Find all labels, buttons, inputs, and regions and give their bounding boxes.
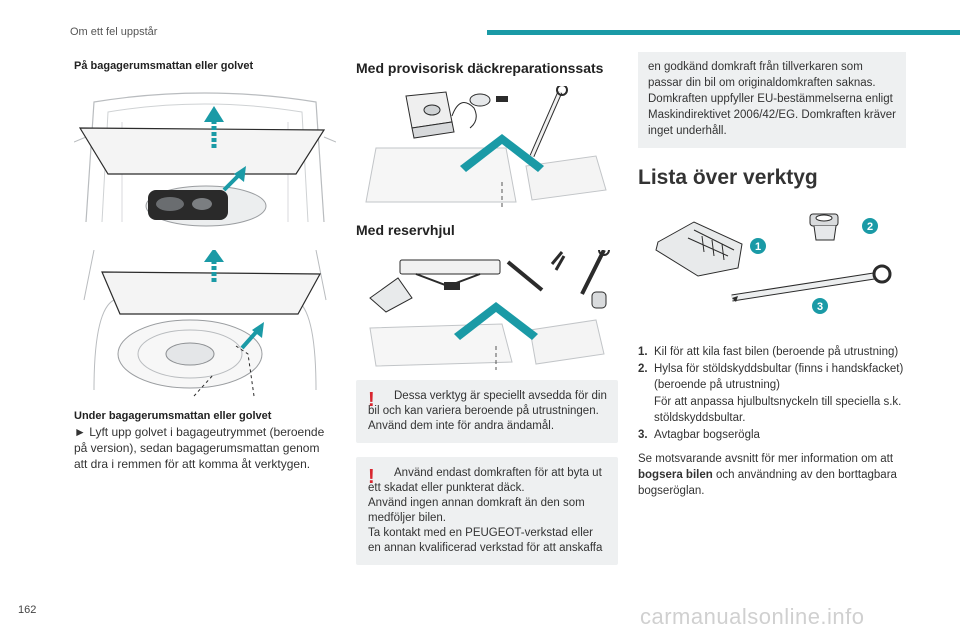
heading-repair-kit: Med provisorisk däckreparationssats (356, 60, 604, 76)
warning-box-tools: ! Dessa verktyg är speciellt avsedda för… (356, 380, 618, 443)
page-number: 162 (18, 604, 37, 616)
callout-1: 1 (755, 241, 761, 253)
column-tools: Med provisorisk däckreparationssats Med … (356, 60, 618, 565)
caption-on-mat: På bagagerumsmattan eller golvet (74, 60, 254, 72)
tool-list: 1.Kil för att kila fast bilen (beroende … (638, 344, 906, 443)
warning-text-2: Använd dem inte för andra ändamål. (368, 420, 555, 432)
section-title: Om ett fel uppstår (70, 26, 158, 38)
towing-link-text: bogsera bilen (638, 469, 713, 481)
list-item: 2.Hylsa för stöldskyddsbultar (finns i h… (638, 363, 904, 391)
warning-jack-text-2: Använd ingen annan domkraft än den som m… (368, 497, 585, 524)
closing-paragraph: Se motsvarande avsnitt för mer informati… (638, 453, 897, 497)
jack-info-box: en godkänd domkraft från tillverkaren so… (638, 52, 906, 148)
list-item: 1.Kil för att kila fast bilen (beroende … (638, 346, 899, 358)
warning-text-1: Dessa verktyg är speciellt avsedda för d… (368, 390, 607, 417)
warning-jack-text-1: Använd endast domkraften för att byta ut… (368, 467, 602, 494)
callout-3: 3 (817, 301, 823, 313)
trunk-illustration-top (74, 92, 336, 227)
warning-icon: ! (368, 389, 375, 411)
column-trunk: På bagagerumsmattan eller golvet Under b… (74, 60, 336, 472)
tool-list-illustration: 1 2 3 (655, 213, 892, 314)
repair-kit-illustration (365, 86, 607, 208)
trunk-illustration-bottom (83, 250, 327, 397)
warning-box-jack: ! Använd endast domkraften för att byta … (356, 457, 618, 565)
callout-2: 2 (867, 221, 873, 233)
instruction-text: ► Lyft upp golvet i bagageutrymmet (bero… (74, 425, 325, 471)
list-item: 3.Avtagbar bogserögla (638, 429, 760, 441)
watermark: carmanualsonline.info (640, 604, 865, 629)
list-item: För att anpassa hjulbultsnyckeln till sp… (654, 396, 902, 424)
heading-spare-wheel: Med reservhjul (356, 222, 455, 238)
warning-jack-text-3: Ta kontakt med en PEUGEOT-verkstad eller… (368, 527, 603, 554)
heading-tool-list: Lista över verktyg (638, 166, 818, 189)
header-accent-bar (487, 30, 960, 35)
caption-under-mat: Under bagagerumsmattan eller golvet (74, 410, 272, 422)
warning-icon: ! (368, 466, 375, 488)
spare-wheel-tools-illustration (369, 250, 610, 370)
column-tool-list: en godkänd domkraft från tillverkaren so… (638, 52, 906, 499)
